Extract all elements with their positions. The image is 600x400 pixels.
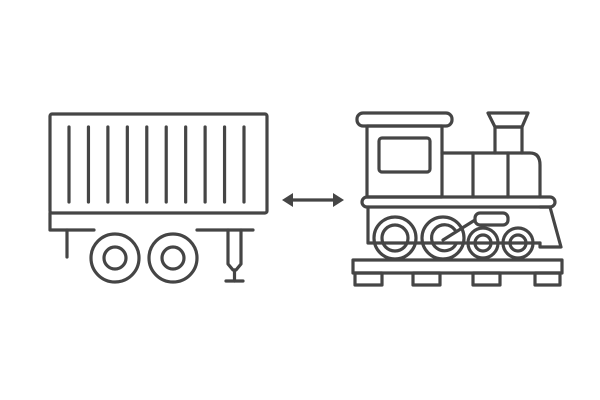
cab-roof (355, 111, 454, 128)
boiler (440, 151, 542, 199)
container-body (48, 112, 269, 215)
trailer-wheel-hub (160, 245, 186, 271)
connecting-rod (441, 218, 477, 242)
container-slats (67, 125, 246, 204)
trailer-wheel (89, 232, 141, 284)
chimney-top (486, 111, 530, 129)
cab-window (377, 136, 432, 174)
running-board (360, 195, 557, 209)
chimney (493, 125, 524, 155)
lower-body (366, 205, 542, 245)
small-wheel (501, 226, 535, 260)
drive-wheel (372, 215, 418, 261)
steam-locomotive-icon (351, 111, 564, 287)
rail-sleeper (411, 271, 442, 287)
cowcatcher (538, 205, 563, 249)
container-trailer-icon (48, 112, 269, 284)
landing-gear-jack (226, 228, 243, 272)
trailer-wheel-hub (102, 245, 128, 271)
trailer-wheel (147, 232, 199, 284)
small-wheel (466, 226, 500, 260)
double-arrow-icon (282, 193, 344, 207)
rail-sleeper (533, 271, 562, 287)
piston (473, 211, 510, 227)
rail-sleeper (471, 271, 502, 287)
rail-sleeper (353, 271, 384, 287)
trailer-frame-left (48, 211, 96, 232)
rail-platform (351, 258, 564, 275)
